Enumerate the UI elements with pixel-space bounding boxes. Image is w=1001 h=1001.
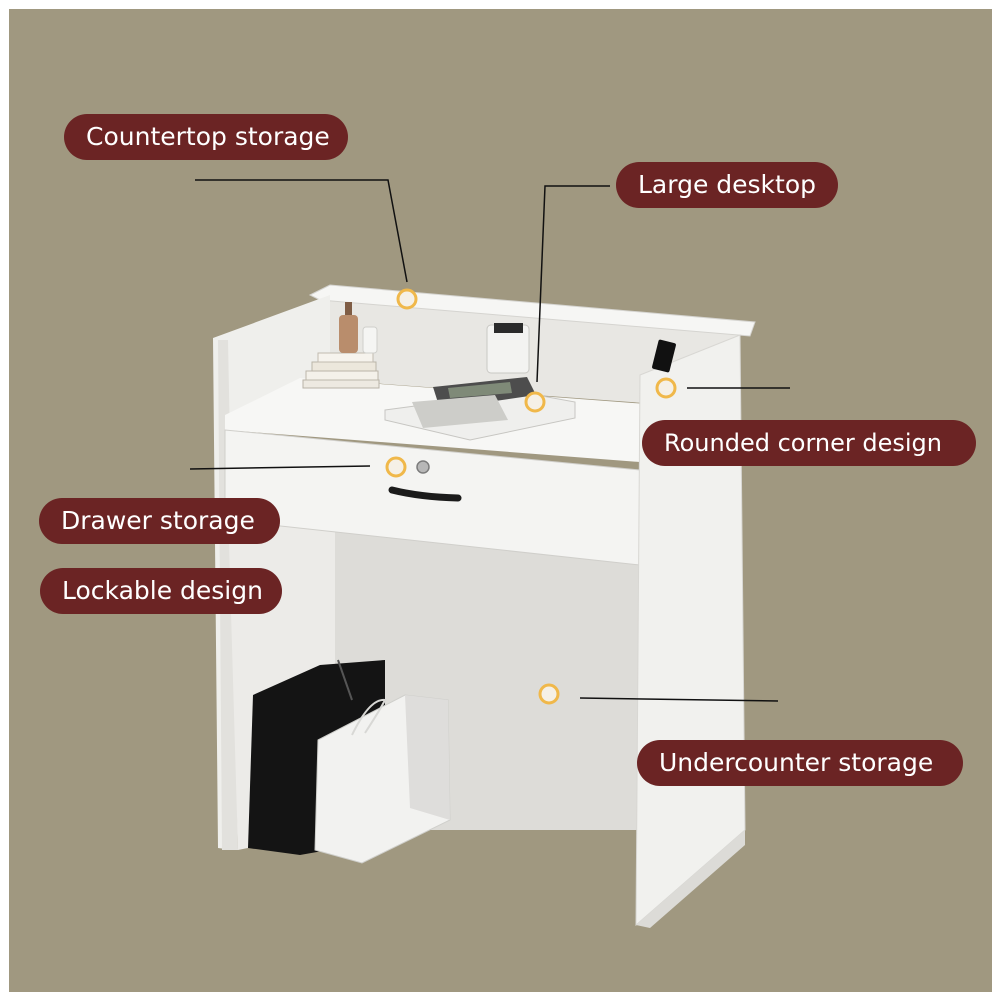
bottle [362,326,378,354]
white-bag-side [405,695,450,820]
countertop-storage-label: Countertop storage [64,114,348,160]
bottle-cap [345,302,352,315]
white-bag-handle [351,698,387,736]
drawer-hotspot [385,456,407,478]
drawer-handle [388,486,462,502]
undercounter-storage-leader [579,697,779,702]
book [305,370,379,381]
hotspot-markers [385,288,677,705]
book [311,361,377,372]
bag-handle [337,659,353,701]
tablet [652,339,676,373]
cash-register-screen [448,382,512,398]
lockable-design-label: Lockable design [40,568,282,614]
undercounter-hotspot [538,683,560,705]
countertop-hotspot [396,288,418,310]
bottle [339,315,358,353]
drawer-lock [416,460,430,474]
book [302,379,380,389]
large-desktop-label: Large desktop [616,162,838,208]
top-shelf [308,284,756,337]
drawer-storage-leader [189,465,371,470]
rounded-corner-hotspot [655,377,677,399]
large-desktop-leader [536,185,610,383]
book [317,352,374,363]
drawer-storage-label: Drawer storage [39,498,280,544]
cash-register-keypad [412,395,508,428]
undercounter-storage-label: Undercounter storage [637,740,963,786]
desktop-hotspot [524,391,546,413]
right-panel-base [636,830,745,928]
rounded-corner-design-label: Rounded corner design [642,420,976,466]
receipt-printer-top [494,323,523,333]
countertop-storage-leader [195,179,408,283]
